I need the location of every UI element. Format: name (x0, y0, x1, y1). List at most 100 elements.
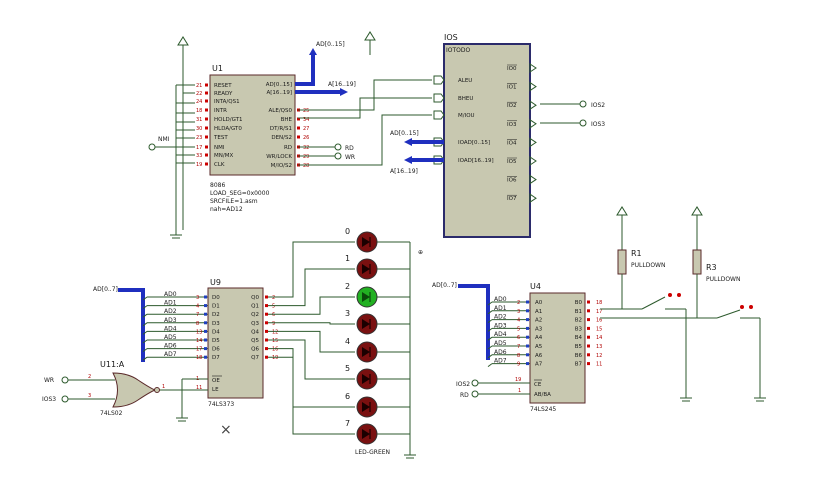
u9-d-pin: D4 (212, 329, 220, 335)
u4-rd-terminal[interactable] (471, 390, 479, 398)
u9-ref: U9 (210, 278, 221, 287)
led-7[interactable]: 7 (345, 419, 378, 445)
u1-pin-marker (205, 117, 208, 121)
led-label: 3 (345, 309, 350, 318)
u1-pin-marker (205, 162, 208, 166)
led-5[interactable]: 5 (345, 364, 378, 390)
u11-wr-label: WR (44, 377, 54, 384)
u4-a-pin: A5 (535, 344, 543, 350)
u4-out-num: 11 (596, 362, 602, 368)
led-6[interactable]: 6 (345, 392, 378, 418)
r1-resistor[interactable]: R1 PULLDOWN (616, 206, 665, 298)
u1-left-pin-num: 30 (196, 126, 202, 132)
u4-b-pin: B4 (575, 335, 583, 341)
u4-out-num: 15 (596, 326, 602, 332)
u11-ios3-terminal[interactable] (61, 395, 69, 403)
u1-left-pin-num: 17 (196, 145, 202, 151)
ios-right-pin: IO6 (507, 178, 517, 184)
u1-pin-marker (205, 145, 208, 149)
u1-cpu-chip[interactable]: U1 RESET21READY22INTA/QS124INTR18HOLD/GT… (196, 64, 309, 213)
u9-in-label: AD6 (164, 343, 177, 350)
led-label: 2 (345, 282, 350, 291)
u11-pin-out: 1 (162, 384, 165, 390)
nmi-terminal[interactable] (148, 143, 156, 151)
u1-left-pin: RESET (214, 83, 232, 89)
wr-terminal[interactable] (334, 152, 342, 160)
bus-entry (487, 363, 493, 368)
u4-pin-marker (526, 362, 529, 366)
u9-out-num: 2 (272, 295, 275, 301)
u4-b-pin: B7 (575, 362, 583, 368)
bus-entry (487, 345, 493, 350)
u9-q-pin: Q5 (251, 338, 259, 344)
u4-in-label: AD7 (494, 358, 507, 365)
u1-left-pin-num: 23 (196, 135, 202, 141)
u4-pin-marker (526, 344, 529, 348)
u11-nor-gate[interactable]: U11:A 74LS02 (100, 360, 160, 417)
u4-pin-marker (587, 344, 590, 348)
u4-b-pin: B3 (575, 326, 583, 332)
led-label: 4 (345, 337, 350, 346)
net-ios-ad015: AD[0..15] (390, 130, 419, 137)
u9-pin-marker (204, 295, 207, 299)
u4-a-pin: A3 (535, 326, 543, 332)
ios-ref: IOS (444, 33, 458, 42)
led-0[interactable]: 0 (345, 227, 378, 253)
ios-output-port (529, 174, 537, 185)
u4-in-label: AD2 (494, 314, 507, 321)
power-symbol-top-middle (364, 31, 376, 55)
u4-in-label: AD0 (494, 296, 507, 303)
u1-part: 8086 (210, 182, 225, 189)
ios-left-pin: IOAD[0..15] (458, 140, 490, 146)
led-2[interactable]: 2 (345, 282, 378, 308)
u9-in-label: AD3 (164, 317, 177, 324)
u9-q-pin: Q7 (251, 355, 259, 361)
led-3[interactable]: 3 (345, 309, 378, 335)
bus-entry (142, 356, 148, 361)
ios2-terminal[interactable] (579, 100, 587, 108)
u1-pin-marker (205, 126, 208, 130)
u4-pin-marker (526, 335, 529, 339)
switch-2[interactable] (600, 305, 766, 402)
u1-right-pin: RD (284, 145, 292, 151)
u4-in-num: 4 (517, 318, 520, 324)
u9-out-num: 9 (272, 321, 275, 327)
rd-terminal[interactable] (334, 143, 342, 151)
led-4[interactable]: 4 (345, 337, 378, 363)
u1-left-pin-num: 21 (196, 83, 202, 89)
u9-q-pin: Q3 (251, 321, 259, 327)
u9-in-label: AD4 (164, 325, 177, 332)
bus-entry (142, 296, 148, 301)
net-a1619-top: A[16..19] (328, 81, 356, 88)
u9-le-pin: LE (212, 387, 219, 393)
ios-right-pin: IO5 (507, 159, 517, 165)
u9-out-num: 6 (272, 312, 275, 318)
u9-in-num: 4 (196, 304, 199, 310)
u4-in-num: 7 (517, 344, 520, 350)
u9-d-pin: D7 (212, 355, 220, 361)
u1-left-pin-num: 33 (196, 153, 202, 159)
switch-1[interactable] (600, 293, 692, 402)
u4-a-pin: A6 (535, 353, 543, 359)
u4-b-pin: B6 (575, 353, 583, 359)
led-1[interactable]: 1 (345, 254, 378, 280)
u9-out-num: 16 (272, 347, 278, 353)
u11-ios3-label: IOS3 (42, 396, 56, 403)
u4-pin-marker (587, 326, 590, 330)
u1-right-pin-num: 28 (303, 163, 309, 169)
u11-wr-terminal[interactable] (61, 376, 69, 384)
u4-in-label: AD6 (494, 349, 507, 356)
u4-ios2-terminal[interactable] (471, 379, 479, 387)
ios3-terminal[interactable] (579, 119, 587, 127)
origin-marker: ⊕ (418, 249, 423, 256)
r3-resistor[interactable]: R3 PULLDOWN (691, 206, 740, 298)
ios-decoder-block[interactable]: IOS IOTODO ALEUBHEUM/IOUIOAD[0..15]IOAD[… (433, 33, 537, 238)
u4-in-label: AD5 (494, 340, 507, 347)
u9-pin-marker (265, 355, 268, 359)
u9-pin-marker (265, 347, 268, 351)
u9-q-pin: Q6 (251, 347, 259, 353)
u9-out-num: 5 (272, 304, 275, 310)
